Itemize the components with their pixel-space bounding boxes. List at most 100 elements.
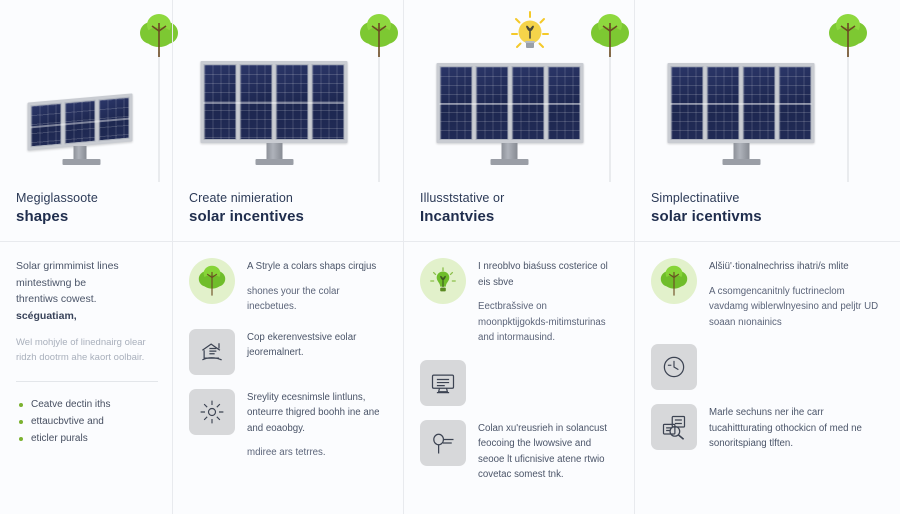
solar-panel [742,66,776,140]
icon-row: Marle sechuns ner ihe carr tucahittturat… [651,404,886,452]
icon-row-title: I nreoblvo biaśuss costerice ol eis sbve [478,261,608,288]
icon-row [651,344,886,390]
icon-row [420,359,620,406]
lightbulb-icon-svg [511,11,549,48]
tree-pole-2 [360,0,398,182]
icon-row-title: Colan xu'reusrieh in solancust feocoing … [478,422,607,481]
column-4-heading: Simplectinatiive solar icentivms [635,182,900,242]
tree-icon [827,13,869,64]
icon-row-text: Alšiü'·tionalnechriss ihatri/s mlite A c… [709,258,886,330]
heading-line-2: solar incentives [189,208,304,225]
icon-row: I nreoblvo biaśuss costerice ol eis sbve… [420,258,620,346]
solar-array-stand [255,143,294,165]
column-1-illustration [0,0,178,182]
heading-line-1: Illusststative or [420,191,505,205]
icon-row: Sreylity ecesnimsle lintluns, onteurre t… [189,388,389,461]
tree-crown-svg [360,14,398,57]
solar-panel [98,96,130,142]
icon-row: Colan xu'reusrieh in solancust feocoing … [420,419,620,483]
column-4-illustration [635,0,900,182]
solar-array-stand [490,143,529,165]
solar-panel [778,66,812,140]
icon-row-sub: mdiree ars tetrres. [247,447,326,458]
tree-icon [189,258,235,304]
lightbulb-icon-svg [430,267,456,292]
icon-row: Alšiü'·tionalnechriss ihatri/s mlite A c… [651,258,886,330]
list-item: eticler purals [16,430,158,447]
icon-row-text: A Stryle a colars shaps cirqjus shones y… [247,258,389,315]
heading-line-2: Incantvies [420,208,495,225]
tree-pole-stem [847,52,849,182]
solar-array-stand [722,143,760,165]
tree-icon [358,13,400,64]
icon-row-title: Sreylity ecesnimsle lintluns, onteurre t… [247,391,380,434]
solar-panel-row [27,93,133,151]
solar-array-stand [62,146,101,165]
solar-panel-row [200,61,348,143]
list-item: ettaucbvtive and [16,413,158,430]
column-3-heading: Illusststative or Incantvies [404,182,634,242]
tree-crown-svg [591,14,629,57]
icon-row-text: Marle sechuns ner ihe carr tucahittturat… [709,404,886,452]
monitor-icon [420,359,466,406]
solar-panel [670,66,704,140]
column-2-illustration [173,0,403,182]
tree-pole-stem [378,52,380,182]
list-item: Ceatve dectin iths [16,396,158,413]
tree-pole-stem [158,52,160,182]
icon-row-sub: Eectbrašsive on moonpktijgokds-mitimstur… [478,301,606,343]
sun-icon [189,388,235,435]
heading-line-1: Create nimieration [189,191,293,205]
tree-icon [589,13,631,64]
solar-array-2 [200,61,348,165]
section-divider [16,381,158,382]
tree-pole-4 [829,0,867,182]
icon-row-title: Marle sechuns ner ihe carr tucahittturat… [709,407,862,449]
tree-icon-svg [660,265,688,296]
document-search-icon [651,404,697,450]
column-2-heading: Create nimieration solar incentives [173,182,403,242]
pin-lines-icon-svg [433,433,454,453]
icon-row: A Stryle a colars shaps cirqjus shones y… [189,258,389,315]
solar-array-4 [667,63,815,165]
icon-row-text: Sreylity ecesnimsle lintluns, onteurre t… [247,389,389,461]
solar-panel [706,66,740,140]
solar-panel [547,66,581,140]
column-3: Illusststative or Incantvies [403,0,634,514]
icon-row-sub: shones your the colar inecbetues. [247,285,340,313]
tree-pole-3 [591,0,629,182]
solar-panel [239,64,273,140]
solar-panel [275,64,309,140]
solar-panel [475,66,509,140]
column-3-body: I nreoblvo biaśuss costerice ol eis sbve… [404,242,634,514]
solar-panel-row [436,63,584,143]
icon-row-sub: A csomgencanitnly fuctrineclom vavdamg w… [709,285,879,328]
solar-panel [511,66,545,140]
icon-row-text: I nreoblvo biaśuss costerice ol eis sbve… [478,258,620,346]
paragraph-strong: scéguatiam, [16,309,77,322]
solar-array-1 [27,93,133,165]
tree-pole-stem [609,52,611,182]
icon-row-text: Cop ekerenvestsive eolar jeoremalnert. [247,329,389,375]
heading-line-2: solar icentivms [651,208,762,225]
column-4: Simplectinatiive solar icentivms [634,0,900,514]
icon-row-title: A Stryle a colars shaps cirqjus [247,261,377,272]
paragraph-line: mintestiwng be [16,276,87,289]
solar-panel [30,102,62,148]
solar-panel-row [667,63,815,143]
heading-line-1: Megiglassoote [16,191,98,205]
icon-row-title: Alšiü'·tionalnechriss ihatri/s mlite [709,261,849,272]
paragraph-line: threntiws cowest. [16,293,97,305]
lightbulb-icon [420,258,466,304]
tree-pole-1 [140,0,178,182]
icon-row-text: Colan xu'reusrieh in solancust feocoing … [478,420,620,483]
tree-icon [651,258,697,304]
solar-panel [311,64,345,140]
solar-array-3 [436,63,584,165]
solar-panel [64,99,96,145]
solar-panel [203,64,237,140]
tree-icon-svg [198,265,226,296]
tree-crown-svg [829,14,867,57]
